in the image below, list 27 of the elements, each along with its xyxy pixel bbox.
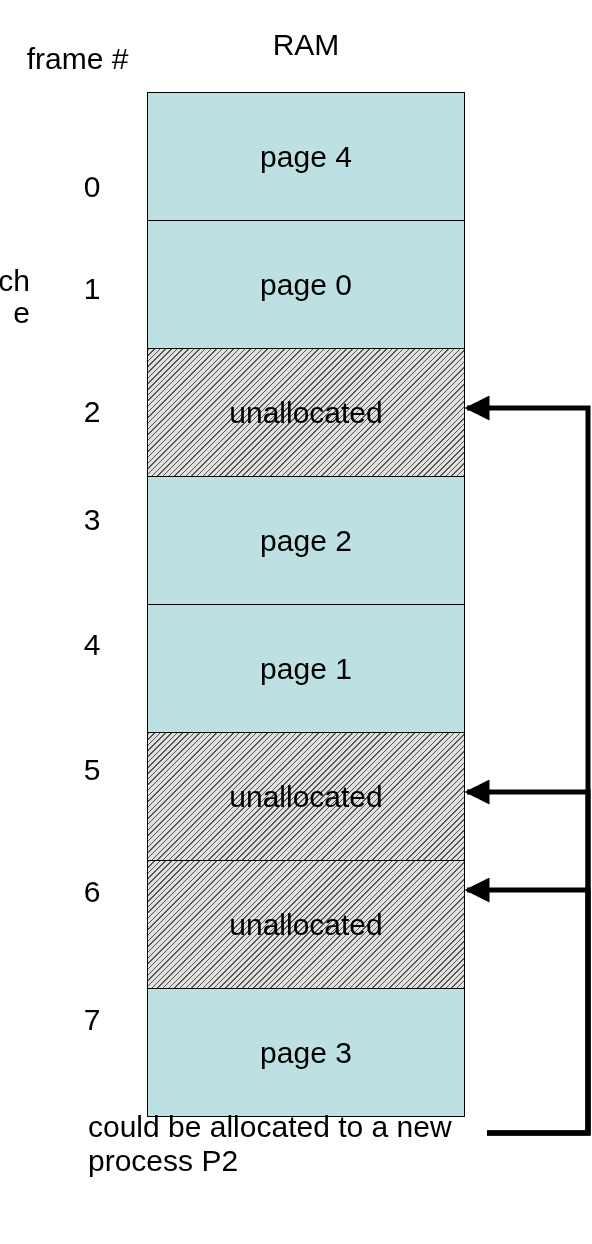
memory-frame — [147, 348, 465, 477]
cut-off-text: ch — [0, 264, 30, 298]
frame-content: page 2 — [260, 523, 352, 558]
frame-number: 5 — [82, 753, 102, 787]
frame-number: 1 — [82, 272, 102, 306]
memory-frame — [147, 220, 465, 349]
memory-frame — [147, 860, 465, 989]
frame-content: page 0 — [260, 267, 352, 302]
arrow — [464, 877, 591, 1136]
frame-content: page 4 — [260, 139, 352, 174]
memory-frame — [147, 604, 465, 733]
memory-frame — [147, 988, 465, 1117]
frame-number: 0 — [82, 170, 102, 204]
memory-frame — [147, 732, 465, 861]
axis-label: frame # — [25, 42, 130, 76]
note-text: could be allocated to a new process P2 — [88, 1110, 488, 1178]
frame-number: 2 — [82, 395, 102, 429]
frame-number: 3 — [82, 503, 102, 537]
frame-number: 4 — [82, 628, 102, 662]
frame-content: page 3 — [260, 1035, 352, 1070]
memory-frame — [147, 92, 465, 221]
frame-number: 7 — [82, 1003, 102, 1037]
memory-frame — [147, 476, 465, 605]
frame-number: 6 — [82, 875, 102, 909]
frame-content: page 1 — [260, 651, 352, 686]
column-heading: RAM — [271, 28, 341, 62]
cut-off-text: e — [12, 296, 30, 330]
